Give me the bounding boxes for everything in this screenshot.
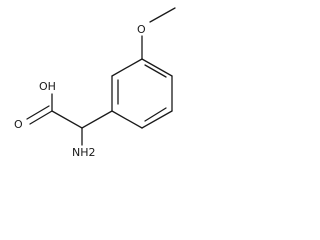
carbonyl-double-bond-1: [29, 110, 53, 125]
ring-double-bond-1: [144, 64, 167, 78]
ring-bond-4: [111, 110, 143, 129]
methoxy-oxygen-label: O: [137, 23, 146, 36]
ring-bond-3: [141, 110, 173, 129]
carbonyl-oxygen-label: O: [14, 118, 23, 131]
ring-to-alpha-carbon-bond: [81, 110, 113, 129]
alpha-carbon-to-carboxyl-bond: [51, 110, 83, 129]
amine-label: NH2: [72, 146, 96, 159]
methoxy-group: [141, 7, 176, 60]
amino-acid-backbone: [26, 93, 113, 146]
ring-bond-1: [141, 58, 173, 77]
carbonyl-double-bond-2: [26, 105, 50, 120]
structure-diagram: O OH O NH2: [14, 7, 176, 159]
hydroxyl-label: OH: [39, 80, 56, 93]
oxygen-to-methyl-bond: [149, 7, 176, 23]
benzene-ring: [111, 58, 173, 129]
ring-double-bond-2: [144, 107, 167, 122]
ring-bond-6: [111, 58, 143, 77]
